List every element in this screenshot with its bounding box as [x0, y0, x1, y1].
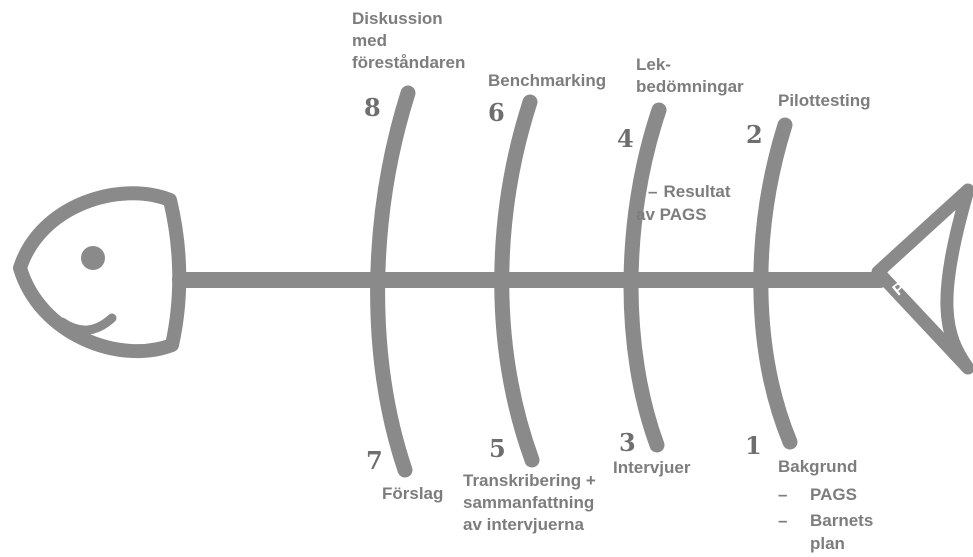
step-4-sub-line: Resultat	[663, 182, 731, 201]
step-7-label: Förslag	[382, 484, 444, 503]
step-3-number: 3	[619, 428, 636, 457]
step-8-label-line: med	[352, 31, 387, 50]
step-1-sub-dash: –	[778, 485, 788, 504]
step-4-label: Lek- bedömningar	[636, 54, 744, 98]
step-2-label: Pilottesting	[778, 91, 871, 110]
step-1-sub-text: PAGS	[810, 485, 857, 504]
step-5-label: Transkribering + sammanfattning av inter…	[463, 470, 596, 536]
step-5-label-line: sammanfattning	[463, 493, 595, 512]
step-5-label-line: Transkribering +	[463, 471, 596, 490]
step-1-sub-item: – PAGS	[778, 484, 857, 506]
step-8-label: Diskussion med föreståndaren	[352, 8, 465, 74]
step-1-sub-dash: –	[778, 511, 788, 530]
step-4-sublabel: –Resultat	[648, 181, 731, 203]
step-2-number: 2	[746, 120, 763, 149]
rib-4-3	[623, 102, 667, 453]
fish-head	[13, 186, 187, 359]
fish-tail	[871, 183, 973, 375]
step-5-number: 5	[489, 434, 506, 463]
step-1-sub-text: plan	[810, 534, 845, 553]
step-1-sub-item: plan	[778, 533, 845, 555]
step-3-label: Intervjuer	[613, 458, 691, 477]
step-5-label-line: av intervjuerna	[463, 515, 584, 534]
step-4-number: 4	[617, 124, 634, 153]
step-4-label-line: Lek-	[636, 55, 671, 74]
step-4-sub-dash: –	[648, 182, 658, 201]
step-1-sub-text: Barnets	[810, 511, 874, 530]
step-8-number: 8	[364, 93, 381, 122]
step-7-number: 7	[366, 446, 383, 475]
rib-8-7	[370, 85, 416, 478]
fish-eye	[81, 246, 105, 270]
rib-6-5	[494, 94, 540, 468]
rib-2-1	[753, 117, 798, 450]
step-4-sublabel-2: av PAGS	[636, 205, 707, 224]
fish-mouth	[57, 313, 117, 335]
step-8-label-line: Diskussion	[352, 9, 443, 28]
step-6-number: 6	[488, 98, 505, 127]
step-1-label: Bakgrund	[778, 457, 858, 476]
step-1-sub-item: – Barnets	[778, 510, 873, 532]
step-6-label: Benchmarking	[488, 71, 607, 90]
step-4-label-line: bedömningar	[636, 77, 744, 96]
step-1-number: 1	[745, 431, 762, 460]
step-8-label-line: föreståndaren	[352, 53, 466, 72]
